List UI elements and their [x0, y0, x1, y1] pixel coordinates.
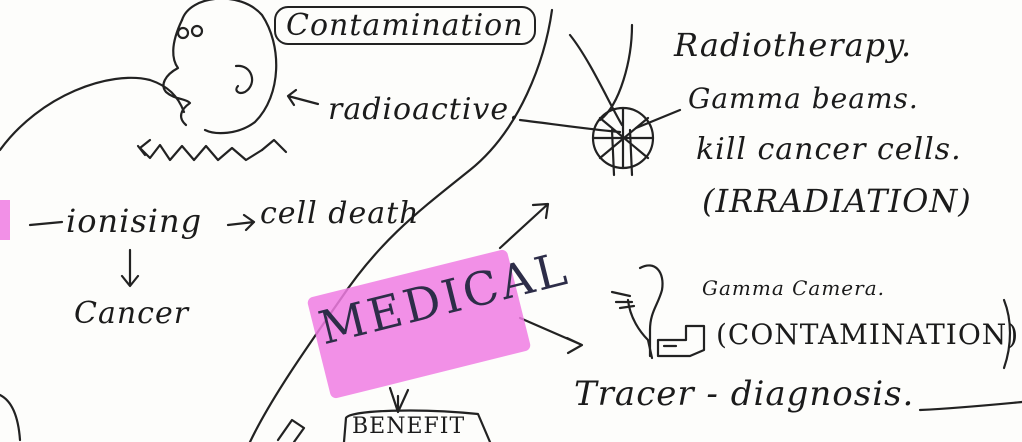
- ionising-label: ionising: [66, 202, 202, 240]
- camera-device-icon: [658, 326, 704, 356]
- person-body-outline: [0, 78, 184, 150]
- ear-outline: [236, 66, 252, 93]
- benefit-label: BENEFIT: [352, 414, 465, 439]
- medical-down-arrow: [390, 388, 408, 412]
- bottom-right-line: [920, 402, 1022, 410]
- lower-left-outline: [0, 395, 20, 440]
- cancer-label: Cancer: [74, 296, 189, 331]
- radiotherapy-title: Radiotherapy.: [674, 26, 912, 64]
- cancer-down-arrow: [122, 250, 138, 286]
- highlighter-left-edge: [0, 200, 10, 240]
- eye-left-icon: [178, 28, 188, 38]
- benefit-pencil-icon: [278, 420, 304, 442]
- gamma-camera-contamination: (CONTAMINATION): [716, 318, 1019, 351]
- camera-lines-left: [612, 292, 634, 308]
- fumes-lines: [140, 145, 262, 160]
- camera-person-torso: [628, 300, 652, 358]
- radiotherapy-gamma-beams: Gamma beams.: [688, 82, 919, 115]
- tracer-diagnosis-label: Tracer - diagnosis.: [574, 374, 914, 414]
- radiotherapy-irradiation: (IRRADIATION): [702, 182, 972, 220]
- gamma-camera-title: Gamma Camera.: [702, 276, 885, 300]
- eye-right-icon: [192, 26, 202, 36]
- arrow-to-radiotherapy: [500, 204, 548, 248]
- contamination-boxed-label: Contamination: [274, 6, 536, 45]
- radiotherapy-kill-cancer: kill cancer cells.: [696, 132, 962, 167]
- fume-tail-right: [262, 140, 286, 152]
- camera-person-outline: [640, 265, 663, 356]
- person-head-outline: [182, 0, 276, 133]
- ionising-dash: [30, 222, 62, 225]
- radioactive-label: radioactive.: [328, 92, 520, 127]
- cell-death-label: cell death: [260, 196, 420, 231]
- cell-death-arrow: [228, 215, 254, 230]
- fume-tail-left: [138, 140, 150, 155]
- radioactive-arrow: [288, 90, 318, 105]
